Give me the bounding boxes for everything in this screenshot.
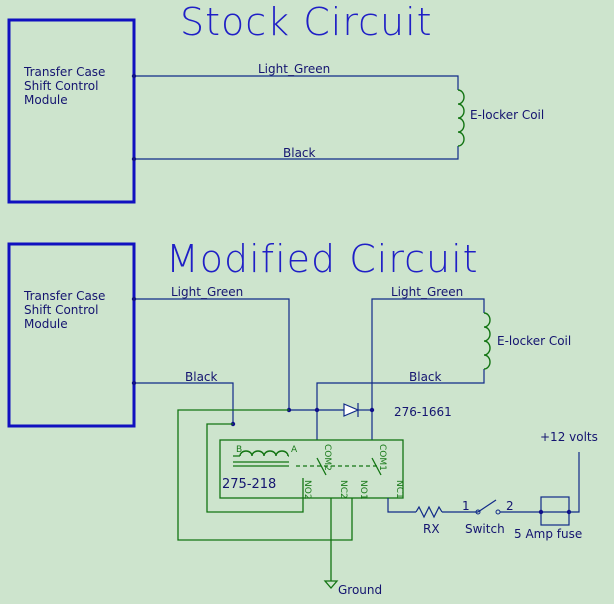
resistor-label: RX [423, 522, 440, 536]
modified-coil-label: E-locker Coil [497, 334, 571, 348]
fuse-symbol [540, 496, 570, 526]
ground-label: Ground [338, 583, 382, 597]
switch-terminal-1 [475, 509, 481, 515]
stock-green-wire [134, 75, 459, 90]
relay-coil [239, 450, 289, 457]
junction-dot [369, 407, 375, 413]
relay-contact-2 [316, 457, 327, 476]
stock-module-label-3: Module [24, 93, 68, 107]
relay-com2-label: COM2 [322, 444, 332, 471]
modified-green-label-left: Light_Green [171, 285, 243, 299]
junction-dot [314, 407, 320, 413]
diode-symbol [343, 403, 360, 417]
stock-green-label: Light_Green [258, 62, 330, 76]
diode-part-label: 276-1661 [394, 405, 452, 419]
modified-module-label-1: Transfer Case [23, 289, 105, 303]
modified-black-wire-left [134, 382, 234, 424]
relay-loop-outer [177, 409, 353, 541]
relay-contact-1 [371, 457, 382, 476]
resistor-symbol [415, 505, 443, 519]
stock-coil-label: E-locker Coil [470, 108, 544, 122]
ground-icon [323, 580, 339, 589]
switch-pin1-label: 1 [462, 499, 470, 513]
modified-black-label-right: Black [409, 370, 442, 384]
relay-no2-label: NO2 [302, 480, 312, 500]
relay-com1-label: COM1 [377, 444, 387, 471]
stock-elocker-coil [457, 89, 465, 147]
relay-core-bars [233, 461, 289, 467]
modified-black-terminal [131, 380, 137, 386]
relay-nc1-label: NC1 [394, 480, 404, 499]
modified-black-label-left: Black [185, 370, 218, 384]
switch-pin2-label: 2 [506, 499, 514, 513]
stock-black-label: Black [283, 146, 316, 160]
fuse-label: 5 Amp fuse [514, 527, 582, 541]
modified-green-terminal [131, 296, 137, 302]
relay-package [219, 439, 404, 499]
modified-module-label-3: Module [24, 317, 68, 331]
stock-module-box [7, 18, 136, 204]
supply-wire [569, 452, 580, 513]
modified-circuit-title: Modified Circuit [166, 237, 479, 281]
nc1-wire [387, 498, 416, 513]
switch-terminal-2 [495, 509, 501, 515]
fuse-terminal [538, 509, 544, 515]
stock-module-label-2: Shift Control [24, 79, 98, 93]
stock-circuit-title: Stock Circuit [180, 0, 433, 44]
switch-label: Switch [465, 522, 505, 536]
relay-nc2-label: NC2 [338, 480, 348, 499]
stock-green-terminal [131, 73, 137, 79]
relay-no1-label: NO1 [358, 480, 368, 500]
stock-black-terminal [131, 156, 137, 162]
modified-elocker-coil [483, 312, 491, 370]
modified-green-label-right: Light_Green [391, 285, 463, 299]
supply-label: +12 volts [540, 430, 598, 444]
switch-symbol [477, 499, 497, 513]
stock-black-wire [134, 146, 459, 160]
modified-green-wire-left [134, 298, 290, 410]
relay-pin-b: B [236, 445, 242, 455]
relay-part-label: 275-218 [222, 477, 276, 492]
modified-green-wire-right [371, 298, 485, 440]
relay-loop-inner [206, 423, 304, 513]
modified-module-box [7, 242, 136, 428]
modified-module-label-2: Shift Control [24, 303, 98, 317]
relay-pin-a: A [291, 445, 298, 455]
stock-module-label-1: Transfer Case [23, 65, 105, 79]
